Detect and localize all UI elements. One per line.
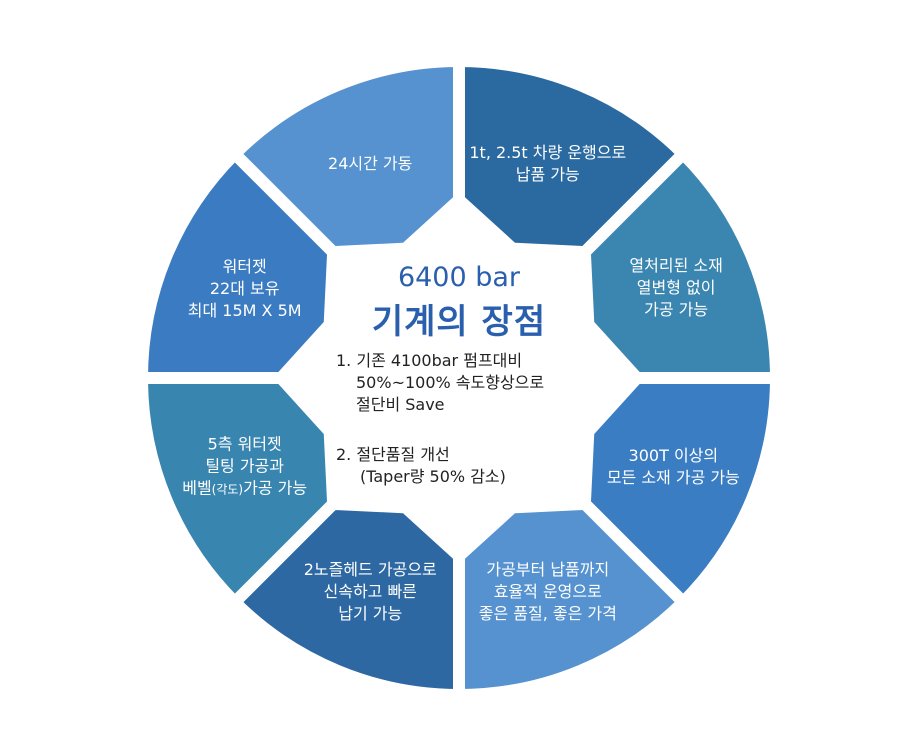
center-circle (319, 238, 599, 518)
segment-label-line: 좋은 품질, 좋은 가격 (478, 604, 617, 624)
wheel-segment (226, 54, 465, 259)
segment-label-line: 베벨(각도)가공 가능 (182, 477, 307, 500)
segment-label-line: 납품 가능 (515, 164, 580, 184)
point-line: 2. 절단품질 개선 (336, 445, 450, 464)
segment-label-line: 열변형 없이 (636, 278, 716, 298)
segment-label-line: 워터젯 (222, 257, 267, 277)
segment-label-part: (각도) (211, 482, 244, 497)
center-title: 기계의 장점 (371, 302, 547, 342)
segment-label-line: 22대 보유 (209, 279, 280, 299)
segment-label-line: 최대 15M X 5M (187, 301, 302, 321)
segment-label-line: 납기 가능 (338, 604, 403, 624)
point-line: 절단비 Save (356, 395, 445, 414)
segment-label-line: 24시간 가동 (328, 153, 413, 173)
point-line: 50%~100% 속도향상으로 (356, 373, 545, 392)
advantage-point-1: 1. 기존 4100bar 펌프대비 50%~100% 속도향상으로 절단비 S… (336, 350, 544, 416)
segment-label-line: 5측 워터젯 (207, 434, 282, 454)
segment-label-line: 가공 가능 (644, 300, 709, 320)
segment-label-line: 효율적 운영으로 (493, 582, 602, 602)
segment-label-line: 1t, 2.5t 차량 운행으로 (469, 142, 627, 162)
segment-label-line: 가공부터 납품까지 (486, 560, 610, 580)
segment-label-part: 가공 가능 (243, 478, 308, 498)
segment-label-line: 300T 이상의 (628, 445, 719, 465)
segment-label-line: 열처리된 소재 (629, 256, 723, 276)
segment-label-line: 2노즐헤드 가공으로 (303, 560, 437, 580)
segment-label-part: 베벨 (182, 478, 212, 498)
advantage-point-2: 2. 절단품질 개선 (Taper량 50% 감소) (336, 444, 506, 488)
center-subtitle: 6400 bar (397, 262, 521, 293)
point-line: (Taper량 50% 감소) (360, 467, 506, 486)
point-line: 1. 기존 4100bar 펌프대비 (336, 351, 523, 370)
segment-label-line: 틸팅 가공과 (205, 456, 284, 476)
segment-label-line: 모든 소재 가공 가능 (606, 467, 740, 487)
segment-label: 24시간 가동 (328, 153, 412, 175)
segment-label-line: 신속하고 빠른 (323, 582, 417, 602)
